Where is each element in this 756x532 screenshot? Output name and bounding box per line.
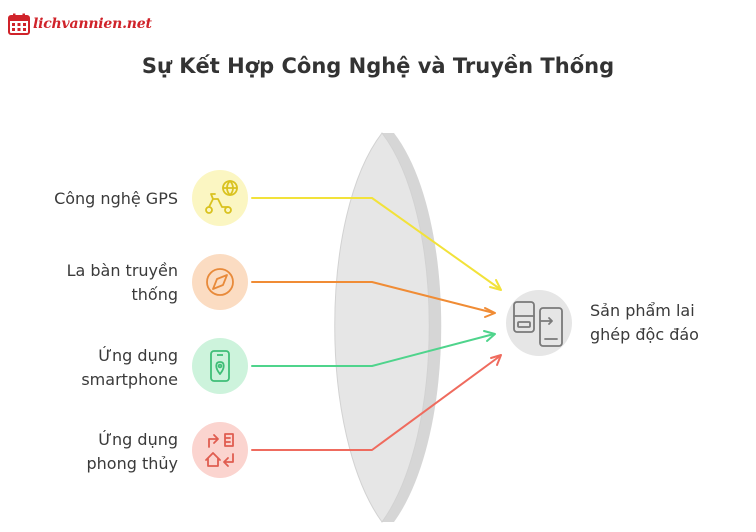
smartphone-icon-bg bbox=[192, 338, 248, 394]
devices-sync-icon bbox=[513, 301, 563, 347]
connector-smartphone bbox=[251, 330, 496, 367]
connector-fengshui bbox=[251, 354, 502, 451]
smartphone-location-icon bbox=[210, 350, 230, 382]
label-smartphone: Ứng dụng smartphone bbox=[81, 346, 178, 389]
gps-icon-bg bbox=[192, 170, 248, 226]
label-compass: La bàn truyền thống bbox=[66, 261, 178, 304]
page-title: Sự Kết Hợp Công Nghệ và Truyền Thống bbox=[141, 54, 615, 78]
connector-compass bbox=[251, 281, 496, 318]
calendar-icon bbox=[8, 13, 30, 35]
label-gps: Công nghệ GPS bbox=[54, 189, 178, 208]
compass-icon-bg bbox=[192, 254, 248, 310]
compass-icon bbox=[206, 268, 234, 296]
fengshui-icon-bg bbox=[192, 422, 248, 478]
connector-gps bbox=[251, 197, 502, 291]
scooter-globe-icon bbox=[205, 180, 238, 214]
logo-text: lichvannien.net bbox=[33, 16, 152, 32]
convergence-lens bbox=[334, 132, 442, 523]
home-arrows-icon bbox=[205, 433, 234, 467]
label-output: Sản phẩm lai ghép độc đáo bbox=[590, 301, 699, 344]
brand-logo[interactable]: lichvannien.net bbox=[8, 12, 152, 36]
label-fengshui: Ứng dụng phong thủy bbox=[86, 430, 179, 473]
